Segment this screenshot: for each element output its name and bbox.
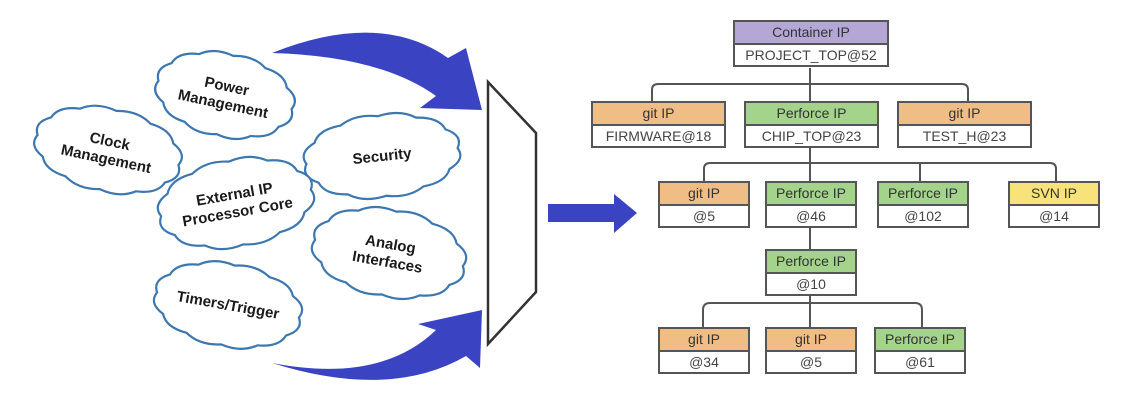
node-value: @10 [796,276,826,292]
bottom-curved-arrow [272,310,482,380]
node-value: @5 [800,354,822,370]
node-test-h[interactable]: git IP TEST_H@23 [897,101,1032,148]
node-type: Perforce IP [767,183,855,206]
cloud-security: Security [302,111,462,201]
cloud-timers: Timers/Trigger [152,260,304,350]
connector-root [651,68,969,102]
node-type: Perforce IP [879,183,967,206]
node-value: @34 [689,354,719,370]
node-type: SVN IP [1010,183,1098,206]
node-value: FIRMWARE@18 [605,128,712,144]
node-value: @102 [904,208,942,224]
cloud-shape [156,155,316,251]
node-firmware[interactable]: git IP FIRMWARE@18 [591,101,726,148]
node-container-ip[interactable]: Container IP PROJECT_TOP@52 [733,20,889,67]
node-git-5b[interactable]: git IP @5 [765,327,857,374]
node-type: git IP [660,329,748,352]
funnel-shape [486,78,538,348]
top-curved-arrow [272,32,482,110]
node-type: Perforce IP [746,103,877,126]
cloud-shape [33,104,183,196]
node-value: @61 [905,354,935,370]
node-type: git IP [660,183,748,206]
node-type: Perforce IP [767,251,855,274]
node-svn-14[interactable]: SVN IP @14 [1008,181,1100,228]
node-type: git IP [767,329,855,352]
cloud-shape [152,260,304,350]
node-perforce-10[interactable]: Perforce IP @10 [765,249,857,296]
node-perforce-61[interactable]: Perforce IP @61 [874,327,966,374]
node-value: PROJECT_TOP@52 [745,47,877,63]
node-git-5[interactable]: git IP @5 [658,181,750,228]
straight-arrow [548,194,637,233]
node-value: CHIP_TOP@23 [761,128,862,144]
cloud-shape [154,49,296,141]
node-value: @14 [1039,208,1069,224]
node-perforce-46[interactable]: Perforce IP @46 [765,181,857,228]
node-git-34[interactable]: git IP @34 [658,327,750,374]
node-value: @5 [693,208,715,224]
node-type: git IP [593,103,724,126]
cloud-label: Security [352,145,413,168]
connector-10 [702,292,923,328]
node-perforce-102[interactable]: Perforce IP @102 [877,181,969,228]
node-value: TEST_H@23 [922,128,1007,144]
cloud-shape [310,205,468,301]
node-type: git IP [899,103,1030,126]
node-chip-top[interactable]: Perforce IP CHIP_TOP@23 [744,101,879,148]
node-type: Container IP [735,22,887,45]
node-value: @46 [796,208,826,224]
connector-chip-top [703,148,1057,182]
node-type: Perforce IP [876,329,964,352]
cloud-shape [302,111,462,201]
